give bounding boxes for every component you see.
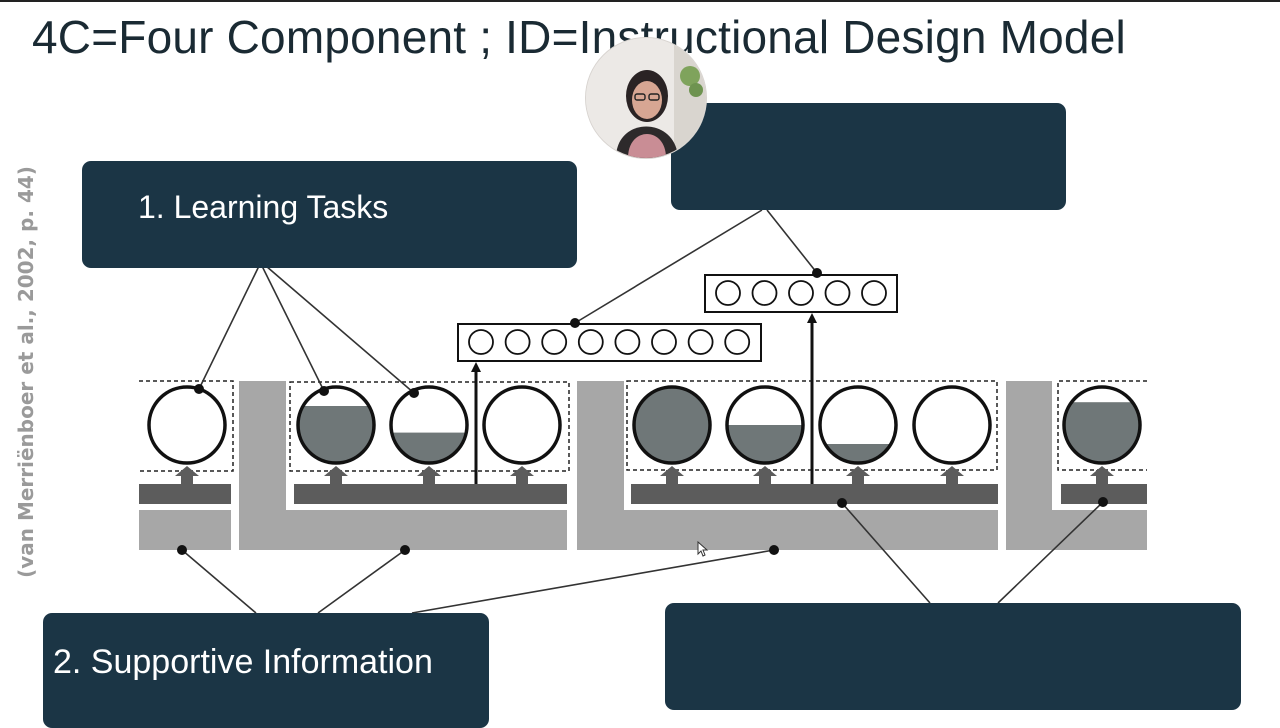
supportive-information-box: 2. Supportive Information	[43, 613, 489, 728]
pedestal-cap	[175, 466, 199, 476]
presenter-avatar-icon	[586, 38, 706, 158]
learning-task-circle	[1062, 385, 1142, 465]
connector-dot	[319, 386, 329, 396]
practice-box-large	[457, 323, 762, 362]
connector-parttask-1	[574, 209, 763, 324]
connector-dot	[1098, 497, 1108, 507]
platform-2	[294, 484, 567, 504]
learning-task-circle	[632, 385, 712, 465]
connector-dot	[837, 498, 847, 508]
support-base-1	[139, 510, 231, 550]
learning-tasks-label: 1. Learning Tasks	[138, 189, 389, 225]
practice-item	[651, 329, 677, 355]
pedestal-cap	[1090, 466, 1114, 476]
practice-item	[614, 329, 641, 355]
supportive-information-label: 2. Supportive Information	[53, 643, 433, 681]
pedestal-cap	[660, 466, 684, 476]
learning-tasks-box: 1. Learning Tasks	[82, 161, 577, 268]
slide-title: 4C=Four Component ; ID=Instructional Des…	[32, 11, 1126, 63]
platform-3	[631, 484, 998, 504]
task-support-level	[634, 387, 710, 463]
practice-item	[861, 280, 887, 306]
pedestal-cap	[753, 466, 777, 476]
task-support-level	[727, 425, 803, 463]
platform-1	[139, 484, 231, 504]
top-border	[0, 0, 1280, 2]
part-task-practice-box	[671, 103, 1066, 210]
connector-dot	[177, 545, 187, 555]
practice-item	[468, 329, 494, 355]
support-base-3	[577, 381, 998, 550]
connector-dot	[769, 545, 779, 555]
practice-item	[788, 280, 814, 306]
learning-task-circle	[818, 385, 898, 465]
connector-dots	[177, 268, 1108, 555]
connector-dot	[194, 384, 204, 394]
platforms	[139, 484, 1147, 504]
practice-item	[504, 329, 531, 355]
practice-box-large-frame	[457, 323, 762, 362]
learning-task-circle	[296, 385, 376, 465]
learning-task-circle	[147, 385, 227, 465]
learning-task-circle	[912, 385, 992, 465]
connector-procedural-1	[841, 502, 931, 604]
connector-supportive-3	[411, 549, 775, 614]
pedestal-cap	[846, 466, 870, 476]
connector-lines	[181, 209, 1104, 614]
connector-learning-2	[261, 265, 325, 392]
learning-task-circle	[389, 385, 469, 465]
mouse-cursor-icon	[697, 541, 709, 557]
support-structure	[139, 381, 1147, 550]
learning-task-circle	[482, 385, 562, 465]
pedestal-cap	[417, 466, 441, 476]
connector-supportive-1	[181, 549, 257, 614]
connector-learning-1	[198, 265, 260, 390]
learning-task-circle	[725, 385, 805, 465]
connector-dot	[812, 268, 822, 278]
support-base-2	[239, 381, 567, 550]
learning-task-circles	[147, 385, 1142, 465]
pedestal-cap	[324, 466, 348, 476]
practice-item	[577, 329, 604, 355]
support-base-4	[1006, 381, 1147, 550]
pedestal-cap	[510, 466, 534, 476]
practice-item	[715, 280, 741, 306]
pedestals	[175, 466, 1114, 484]
pedestal-cap	[940, 466, 964, 476]
connector-dot	[409, 388, 419, 398]
practice-box-small	[704, 274, 898, 313]
task-support-level	[391, 432, 467, 463]
connector-learning-3	[265, 265, 415, 394]
platform-4	[1061, 484, 1147, 504]
procedural-information-box	[665, 603, 1241, 710]
practice-item	[687, 329, 714, 355]
connector-supportive-2	[317, 549, 406, 614]
connector-procedural-2	[997, 501, 1104, 604]
practice-item	[824, 280, 851, 306]
presenter-webcam	[586, 38, 706, 158]
connector-dot	[570, 318, 580, 328]
connector-parttask-2	[766, 209, 818, 274]
practice-item	[541, 329, 568, 355]
practice-item	[751, 280, 778, 306]
practice-item	[724, 329, 751, 355]
connector-dot	[400, 545, 410, 555]
task-class-frame-4	[1057, 380, 1147, 471]
